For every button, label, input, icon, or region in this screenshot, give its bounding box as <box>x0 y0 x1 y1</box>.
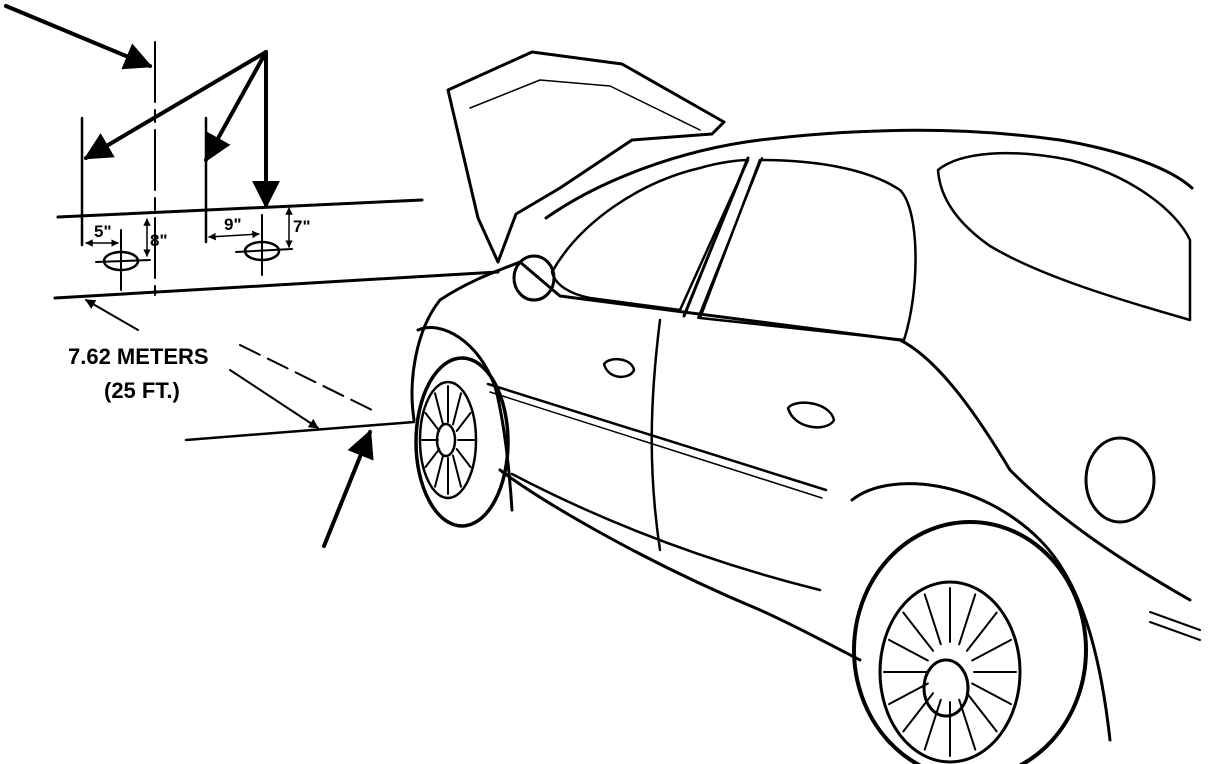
rear-hub <box>922 658 970 718</box>
rear-rim-spoke <box>958 698 977 751</box>
open-hood <box>446 50 726 264</box>
front-rim-spoke <box>424 448 441 468</box>
rocker-panel <box>510 472 822 592</box>
distance-dimension: 7.62 METERS (25 FT.) <box>68 299 416 442</box>
fuel-filler-door <box>1084 436 1156 524</box>
right-horizontal-label: 9" <box>224 215 242 234</box>
rear-wheel <box>850 482 1112 764</box>
front-hub <box>435 422 457 458</box>
front-rim-spoke <box>434 454 444 488</box>
front-wheel <box>414 326 514 528</box>
rear-door-handle <box>786 401 836 429</box>
rear-wheel-arch <box>850 482 1112 742</box>
front-rim-spoke <box>424 412 441 432</box>
front-rim-spoke <box>452 392 462 426</box>
callout-arrows <box>4 4 374 548</box>
distance-imperial-label: (25 FT.) <box>104 378 180 403</box>
right-beam-hotspot <box>243 240 281 262</box>
aiming-screen <box>53 41 500 300</box>
rear-rim-spoke <box>902 611 935 652</box>
rear-door-window <box>698 158 917 342</box>
floor-mark-callout-arrow <box>322 429 374 548</box>
rear-rim-spoke <box>958 593 977 646</box>
door-seam <box>650 318 662 552</box>
left-vertical-label: 8" <box>150 231 168 250</box>
front-rim-spoke <box>455 448 472 468</box>
front-door-window <box>550 158 750 312</box>
front-rim-spoke <box>455 412 472 432</box>
left-beam-hotspot <box>102 250 140 272</box>
body-side-molding <box>486 382 828 492</box>
front-tire <box>414 356 510 528</box>
rear-rim <box>878 580 1022 764</box>
distance-metric-label: 7.62 METERS <box>68 344 209 369</box>
vehicle-illustration <box>410 50 1201 764</box>
body-side <box>410 260 1192 602</box>
rear-rim-spoke <box>971 638 1012 662</box>
roof-and-rear-glass <box>544 128 1194 220</box>
rear-quarter-window <box>936 151 1192 322</box>
rear-rim-spoke <box>923 593 942 646</box>
left-horizontal-label: 5" <box>94 222 112 241</box>
side-mirror <box>512 254 556 302</box>
distance-arrow-lower <box>229 369 319 429</box>
vehicle-front-floor-line <box>184 420 416 442</box>
right-vertical-label: 7" <box>293 217 311 236</box>
horizontal-reference-line <box>56 198 424 219</box>
rear-rim-spoke <box>902 692 935 733</box>
lower-body <box>498 468 862 662</box>
front-door-handle <box>602 357 636 378</box>
centerline-callout-arrow <box>4 4 153 70</box>
rear-rim-spoke <box>923 698 942 751</box>
screen-dimensions: 5" 8" 9" 7" <box>85 207 311 257</box>
rear-rim-spoke <box>965 611 998 652</box>
rear-tire <box>852 520 1088 764</box>
front-rim <box>418 380 478 500</box>
front-wheel-arch <box>416 326 514 512</box>
distance-extension-dashed <box>239 344 373 411</box>
rear-rim-spoke <box>971 682 1012 706</box>
right-lamp-callout-arrow <box>204 50 268 163</box>
front-rim-spoke <box>434 392 444 426</box>
rear-rim-spoke <box>965 692 998 733</box>
body-side-molding-lower <box>489 391 823 499</box>
front-rim-spoke <box>452 454 462 488</box>
distance-arrow-upper <box>85 299 139 331</box>
rear-rim-spoke <box>888 682 929 706</box>
rear-rim-spoke <box>888 638 929 662</box>
b-pillar <box>682 156 750 318</box>
hood-inner-edge <box>469 79 701 131</box>
left-lamp-callout-arrow <box>83 50 268 160</box>
right-horizontal-dimension <box>208 230 260 241</box>
floor-line <box>53 270 500 300</box>
b-pillar-inner <box>697 157 763 319</box>
taillamp <box>1149 611 1201 641</box>
